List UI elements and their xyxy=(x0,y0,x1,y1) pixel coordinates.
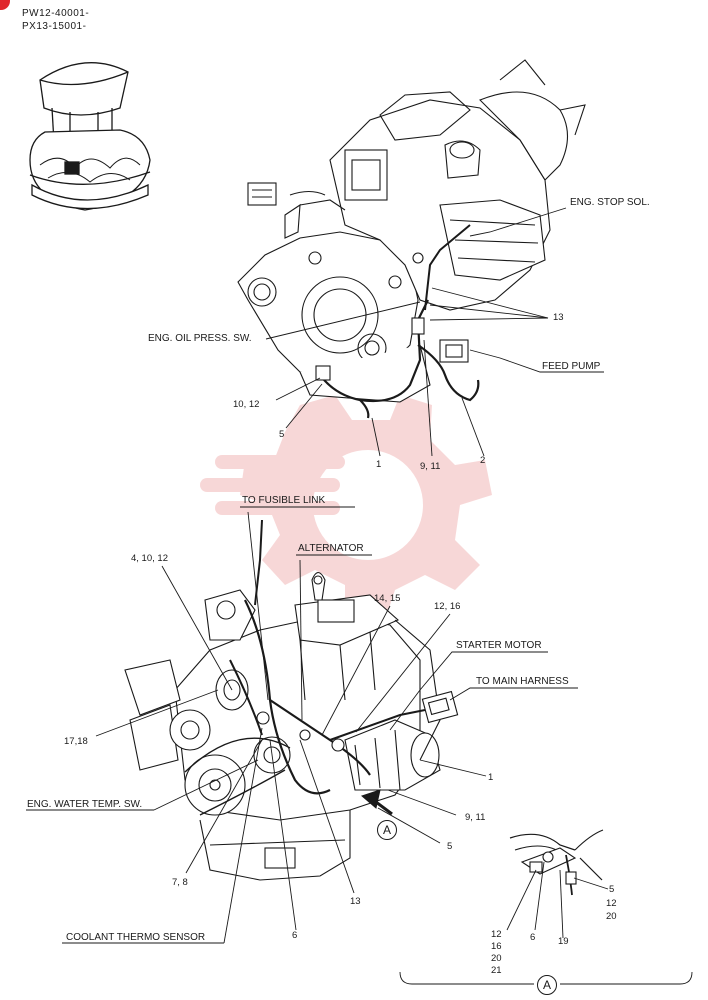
view-a-marker: A xyxy=(377,820,397,840)
callout-13-lower: 13 xyxy=(350,896,361,907)
callout-2-upper: 2 xyxy=(480,455,486,466)
corner-mark xyxy=(0,0,10,10)
callout-7-8: 7, 8 xyxy=(172,877,188,888)
detail-a xyxy=(509,829,604,896)
serial-range-2: PX13-15001- xyxy=(22,21,87,32)
callout-1-upper: 1 xyxy=(376,459,382,470)
watermark-gear xyxy=(200,395,492,620)
detail-a-marker: A xyxy=(537,975,557,995)
callout-13-upper: 13 xyxy=(553,312,564,323)
label-alternator: ALTERNATOR xyxy=(298,543,364,554)
detail-callout-16: 16 xyxy=(491,941,502,952)
label-eng-oil-press-sw: ENG. OIL PRESS. SW. xyxy=(148,333,252,344)
detail-callout-12: 12 xyxy=(606,898,617,909)
detail-callout-21: 21 xyxy=(491,965,502,976)
callout-17-18: 17,18 xyxy=(64,736,88,747)
callout-6-lower: 6 xyxy=(292,930,298,941)
detail-callout-6: 6 xyxy=(530,932,536,943)
engine-upper xyxy=(237,59,586,419)
callout-5-lower: 5 xyxy=(447,841,453,852)
callout-10-12-upper: 10, 12 xyxy=(233,399,260,410)
serial-range-1: PW12-40001- xyxy=(22,8,90,19)
callout-14-15: 14, 15 xyxy=(374,593,401,604)
upper-leader-lines xyxy=(265,207,604,457)
label-eng-stop-sol: ENG. STOP SOL. xyxy=(570,197,650,208)
callout-4-10-12: 4, 10, 12 xyxy=(131,553,168,564)
callout-9-11-lower: 9, 11 xyxy=(465,812,486,823)
detail-callout-19: 19 xyxy=(558,936,569,947)
label-to-main-harness: TO MAIN HARNESS xyxy=(476,676,569,687)
machine-thumbnail xyxy=(29,62,151,211)
detail-callout-20b: 20 xyxy=(491,953,502,964)
lower-leader-lines xyxy=(26,506,578,944)
callout-5-upper: 5 xyxy=(279,429,285,440)
label-to-fusible-link: TO FUSIBLE LINK xyxy=(242,495,326,506)
view-a-arrow xyxy=(361,789,393,816)
detail-callout-5: 5 xyxy=(609,884,615,895)
callout-9-11-upper: 9, 11 xyxy=(420,461,441,472)
detail-callout-20: 20 xyxy=(606,911,617,922)
label-coolant-thermo-sensor: COOLANT THERMO SENSOR xyxy=(66,932,206,943)
label-starter-motor: STARTER MOTOR xyxy=(456,640,542,651)
detail-callout-12b: 12 xyxy=(491,929,502,940)
callout-12-16: 12, 16 xyxy=(434,601,461,612)
callout-1-lower: 1 xyxy=(488,772,494,783)
engine-lower xyxy=(124,519,459,881)
label-eng-water-temp-sw: ENG. WATER TEMP. SW. xyxy=(27,799,143,810)
label-feed-pump: FEED PUMP xyxy=(542,361,601,372)
detail-a-leaders xyxy=(399,861,693,985)
